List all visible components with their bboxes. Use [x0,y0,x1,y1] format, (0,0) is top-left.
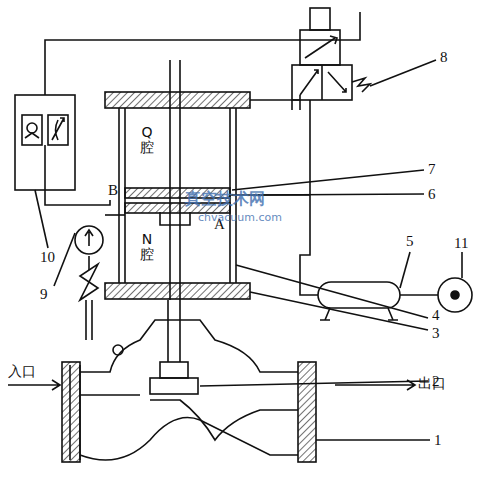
callout-number: 1 [434,433,442,448]
callout-number: 5 [406,234,414,249]
callout-number: 8 [440,50,448,65]
chamber-label: N腔 [140,232,154,263]
callout-number: 7 [428,162,436,177]
callout-number: 9 [40,287,48,302]
callout-number: 6 [428,187,436,202]
callout-number: 11 [454,236,468,251]
callout-number: 2 [432,374,440,389]
watermark: chvacuum.com [198,212,282,223]
callout-number: 3 [432,326,440,341]
inlet-label: 入口 [8,364,36,378]
watermark: 真空技术网 [185,191,265,207]
callout-number: 10 [40,250,55,265]
callout-number: 4 [432,308,440,323]
chamber-label: Q腔 [140,125,154,156]
port-label: B [108,183,118,198]
